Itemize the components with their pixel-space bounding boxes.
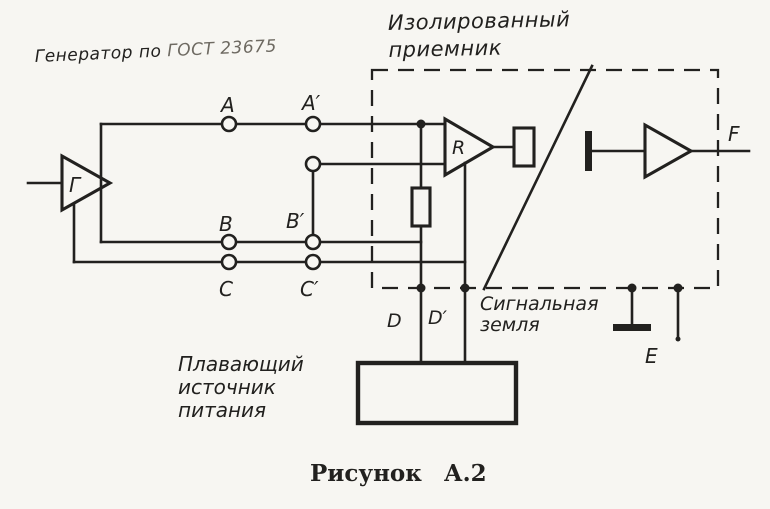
generator-triangle xyxy=(60,153,114,213)
floating-power-supply-box xyxy=(355,360,519,426)
figure-caption: Рисунок А.2 xyxy=(310,460,487,487)
junction-dot-d xyxy=(416,283,426,293)
floating-supply-label-line1: Плавающий xyxy=(178,352,304,376)
label-a-prime: A′ xyxy=(300,91,321,115)
receiver-triangle xyxy=(443,116,497,178)
generator-letter: Г xyxy=(69,173,82,197)
receiver-letter: R xyxy=(452,137,465,159)
signal-ground-label-line2: земля xyxy=(480,314,540,336)
signal-ground-bar xyxy=(613,324,651,331)
output-amplifier-triangle xyxy=(643,122,695,180)
isolation-boundary-box xyxy=(370,68,720,290)
label-c: C xyxy=(219,277,233,301)
terminal-b-prime-tap xyxy=(304,155,322,173)
junction-dot-d-prime xyxy=(460,283,470,293)
label-d: D xyxy=(387,310,402,332)
terminal-b-prime xyxy=(304,233,322,251)
label-e: E xyxy=(645,344,658,368)
floating-supply-label-line2: источник xyxy=(178,375,276,399)
junction-dot-e xyxy=(673,283,683,293)
receiver-title-line1: Изолированный xyxy=(388,7,571,35)
junction-dot-signal-ground xyxy=(627,283,637,293)
label-d-prime: D′ xyxy=(428,307,448,329)
label-f: F xyxy=(728,122,740,146)
generator-note: Генератор по ГОСТ 23675 xyxy=(34,36,277,67)
signal-ground-label-line1: Сигнальная xyxy=(480,293,599,315)
terminal-b xyxy=(220,233,238,251)
coupler-plate xyxy=(585,131,592,171)
generator-note-prefix: Генератор по xyxy=(34,41,167,67)
terminating-resistor xyxy=(410,186,432,228)
terminal-a xyxy=(220,115,238,133)
generator-note-standard: ГОСТ 23675 xyxy=(167,36,277,61)
label-a: A xyxy=(219,93,235,117)
terminal-c xyxy=(220,253,238,271)
receiver-title-line2: приемник xyxy=(388,36,502,62)
label-b: B xyxy=(219,212,233,236)
indicator-load xyxy=(512,126,536,168)
isolation-barrier-diagonal xyxy=(482,64,594,291)
e-lead-end xyxy=(675,336,681,342)
terminal-a-prime xyxy=(304,115,322,133)
receiver-title: Изолированный приемник xyxy=(388,7,571,62)
label-b-prime: B′ xyxy=(286,209,305,233)
floating-supply-label-line3: питания xyxy=(178,398,266,422)
terminal-c-prime xyxy=(304,253,322,271)
junction-dot-a xyxy=(416,119,426,129)
label-c-prime: C′ xyxy=(300,277,319,301)
